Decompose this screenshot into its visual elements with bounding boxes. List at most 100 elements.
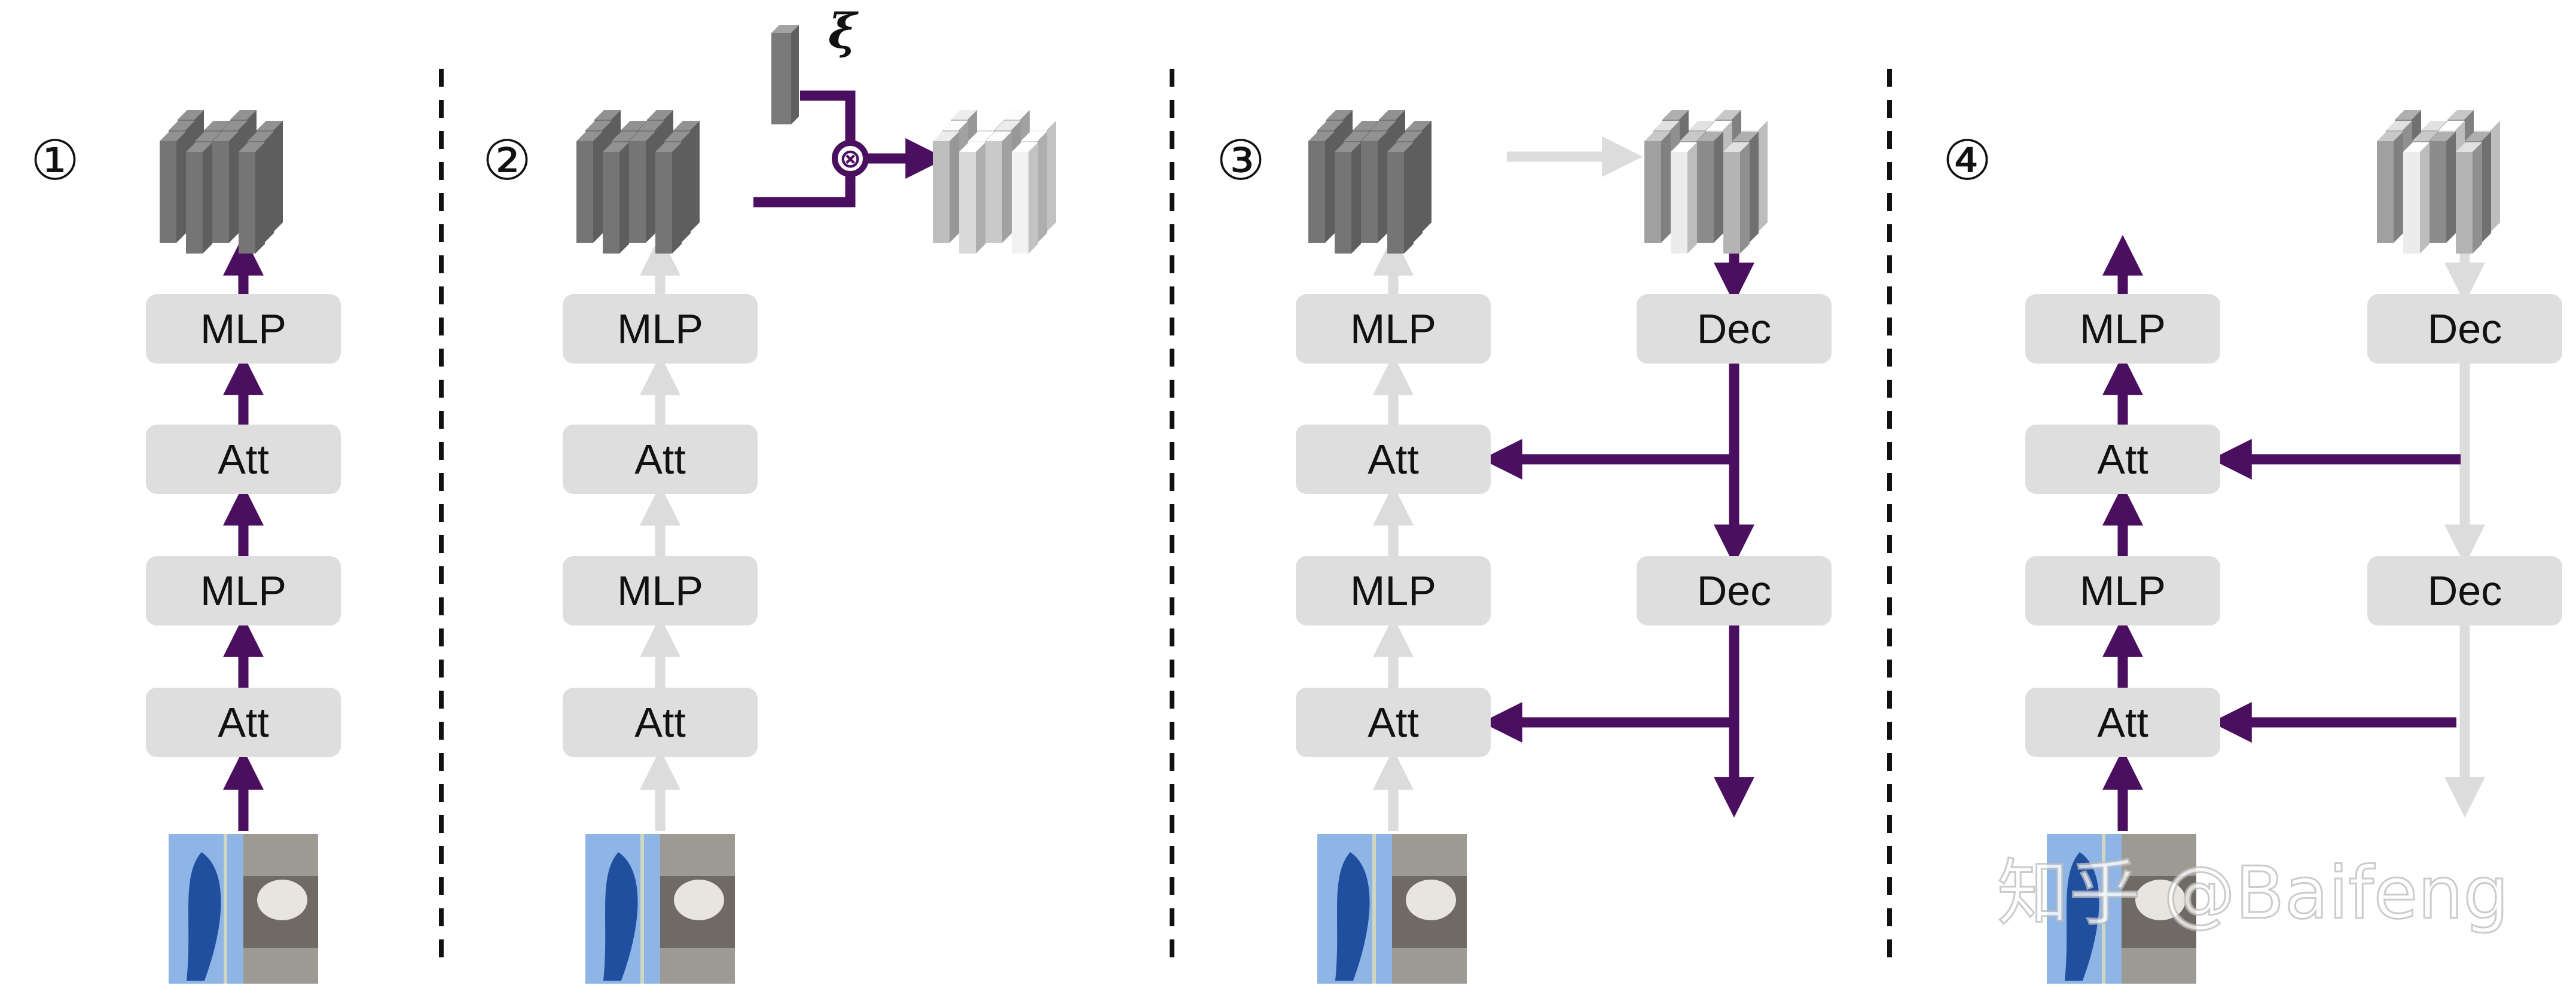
panel-2-masked-feature-map-icon-bar-side xyxy=(950,132,959,243)
panel-3-feature-map-icon-bar-top xyxy=(1353,121,1379,130)
panel-3-decoded-feature-map-icon-bar-top xyxy=(1653,121,1680,130)
panel-4-feature-map-icon-bar-front xyxy=(2456,152,2473,254)
panel-2-mlp-block-2-box xyxy=(563,556,758,625)
panel-3-decoded-feature-map-icon-bar-side xyxy=(1740,142,1750,254)
panel-4-feature-map-icon-bar-top xyxy=(2386,121,2412,130)
panel-4-att-block-1-box xyxy=(2025,425,2220,494)
panel-4-feature-map-icon-bar-top xyxy=(2412,132,2438,141)
panel-2-feature-map-icon-bar-side xyxy=(646,132,655,243)
panel-3-decoded-feature-map-icon-bar-side xyxy=(1687,142,1697,254)
noise-connector xyxy=(800,90,856,142)
panel-4-feature-map-icon-bar-front xyxy=(2403,152,2420,254)
panel-4-feature-map-icon-bar-side xyxy=(2446,132,2456,243)
panel-2-masked-feature-map-icon-bar-top xyxy=(985,132,1012,141)
panel-3-decoded-feature-map-icon-bar-top xyxy=(1741,121,1768,130)
panel-3-decoded-feature-map-icon xyxy=(1644,110,1768,254)
panel-1-input-image-icon xyxy=(169,834,318,984)
panel-4-feature-map-icon-bar-front xyxy=(2430,141,2446,243)
panel-2-feature-map-icon-bar-top xyxy=(621,121,647,130)
panel-2-masked-feature-map-icon-bar-top xyxy=(977,121,1003,130)
panel-2-masked-feature-map-icon-bar-top xyxy=(951,110,977,120)
panel-1-feature-map-icon-bar-top xyxy=(169,121,195,130)
panel-1-feature-map-icon-bar-top xyxy=(160,132,186,141)
panel-3-dec-block-1-box xyxy=(1637,556,1832,625)
panel-1-feature-map-icon-bar-top xyxy=(212,132,239,141)
panel-2-feature-map-icon-bar-front xyxy=(576,141,593,243)
panel-2-att-block-1-box xyxy=(563,425,758,494)
panel-4-att-block-3-label: Att xyxy=(2097,699,2148,746)
panel-4-feature-map-icon-bar-side xyxy=(2490,121,2500,232)
panel-2-feature-map-icon-bar-side xyxy=(593,132,603,243)
panel-2-input-image-icon-dog-face xyxy=(674,880,724,920)
panel-3-decoded-feature-map-icon-bar-side xyxy=(1758,121,1768,232)
panel-1-feature-map-icon-bar-top xyxy=(178,110,204,120)
panel-1-feature-map-icon-bar-front xyxy=(239,152,255,254)
panel-3-feature-map-icon-bar-top xyxy=(1396,132,1423,141)
input-images-layer xyxy=(169,834,2196,984)
panel-4-feature-map-icon-bar-top xyxy=(2465,132,2491,141)
panel-4-att-block-1-label: Att xyxy=(2097,436,2148,483)
panel-2-feature-map-icon-bar-top xyxy=(673,121,700,130)
panel-4-feature-map-icon-bar-side xyxy=(2420,142,2430,254)
panel-1-number: ① xyxy=(30,129,80,193)
panel-2-input-image-icon-bird xyxy=(603,852,638,981)
panel-3-mlp-block-2-box xyxy=(1296,556,1491,625)
panel-3-feature-map-icon-bar-top xyxy=(1308,132,1335,141)
panel-2-feature-map-icon-bar-front xyxy=(655,152,672,254)
panel-3-dec-block-0-label: Dec xyxy=(1697,306,1771,352)
panel-1-feature-map-icon-bar-front xyxy=(186,152,203,254)
panel-3-decoded-feature-map-icon-bar-front xyxy=(1723,152,1740,254)
panel-1-mlp-block-0-label: MLP xyxy=(200,306,286,352)
panel-3-decoded-feature-map-icon-bar-side xyxy=(1661,132,1671,243)
panel-2-masked-feature-map-icon-bar-top xyxy=(968,132,994,141)
panel-3-feature-map-icon-bar-top xyxy=(1317,121,1344,130)
panel-1-att-block-3-box xyxy=(146,688,341,757)
panel-1-feature-map-icon-bar-top xyxy=(239,142,265,152)
panel-3-dec-block-1-label: Dec xyxy=(1697,567,1771,614)
panel-4-dec-block-1-label: Dec xyxy=(2428,567,2502,614)
panel-1-feature-map-icon-bar-side xyxy=(229,132,239,243)
panel-2-feature-map-icon xyxy=(576,110,700,254)
panel-4-feature-map-icon-bar-top xyxy=(2456,142,2482,152)
panel-4-feature-map-icon-bar-side xyxy=(2482,132,2491,243)
arrows-layer xyxy=(223,69,2485,963)
panel-3-decoded-feature-map-icon-bar-top xyxy=(1715,110,1741,120)
blocks-layer xyxy=(146,294,2562,757)
panel-4-feature-map-icon-bar-top xyxy=(2377,132,2403,141)
panel-2-feature-map-icon-bar-top xyxy=(638,121,664,130)
panel-2-masked-feature-map-icon-bar-front xyxy=(933,141,950,243)
panel-1-mlp-block-2-box xyxy=(146,556,341,625)
panel-3-decoded-feature-map-icon-bar-top xyxy=(1662,110,1689,120)
panel-3-mlp-block-0-box xyxy=(1296,294,1491,364)
noise-bar-front xyxy=(771,33,791,124)
panel-2-masked-feature-map-icon-bar-side xyxy=(1046,121,1056,232)
panel-3-feature-map-icon-bar-top xyxy=(1335,142,1361,152)
panel-1-feature-map-icon-bar-side xyxy=(203,142,212,254)
panel-4-feature-map-icon-bar-top xyxy=(2395,110,2421,120)
panel-2-masked-feature-map-icon-bar-side xyxy=(1028,142,1038,254)
panel-2-masked-feature-map-icon xyxy=(933,110,1056,254)
panel-2-feature-map-icon-bar-top xyxy=(594,110,621,120)
panel-4-feature-map-icon-bar-top xyxy=(2403,142,2430,152)
panel-1-mlp-block-0-box xyxy=(146,294,341,364)
panel-3-number: ③ xyxy=(1216,129,1265,193)
panel-1-feature-map-icon-bar-front xyxy=(212,141,229,243)
panel-3-decoded-feature-map-icon-bar-top xyxy=(1680,132,1706,141)
panel-2-feature-map-icon-bar-front xyxy=(603,152,619,254)
panel-2-feature-map-icon-bar-top xyxy=(612,132,638,141)
panel-1-feature-map-icon-bar-top xyxy=(195,132,221,141)
panel-3-decoded-feature-map-icon-bar-top xyxy=(1697,132,1723,141)
panel-3-feature-map-icon-bar-top xyxy=(1370,121,1396,130)
panel-2-feature-map-icon-bar-front xyxy=(629,141,646,243)
panel-2-mlp-block-2-label: MLP xyxy=(617,567,703,614)
panel-1-att-block-1-box xyxy=(146,425,341,494)
panel-1-feature-map-icon-bar-side xyxy=(264,132,274,243)
panel-3-decoded-feature-map-icon-bar-front xyxy=(1671,152,1687,254)
panel-1-feature-map-icon-bar-top xyxy=(257,121,283,130)
panel-1-feature-map-icon-bar-top xyxy=(204,121,230,130)
panel-2-feature-map-icon-bar-top xyxy=(655,142,682,152)
panel-4-input-image-icon xyxy=(2047,834,2196,984)
panel-1-feature-map-icon-bar-top xyxy=(186,142,212,152)
panel-2-masked-feature-map-icon-bar-top xyxy=(933,132,959,141)
panel-2-masked-feature-map-icon-bar-top xyxy=(1021,132,1047,141)
